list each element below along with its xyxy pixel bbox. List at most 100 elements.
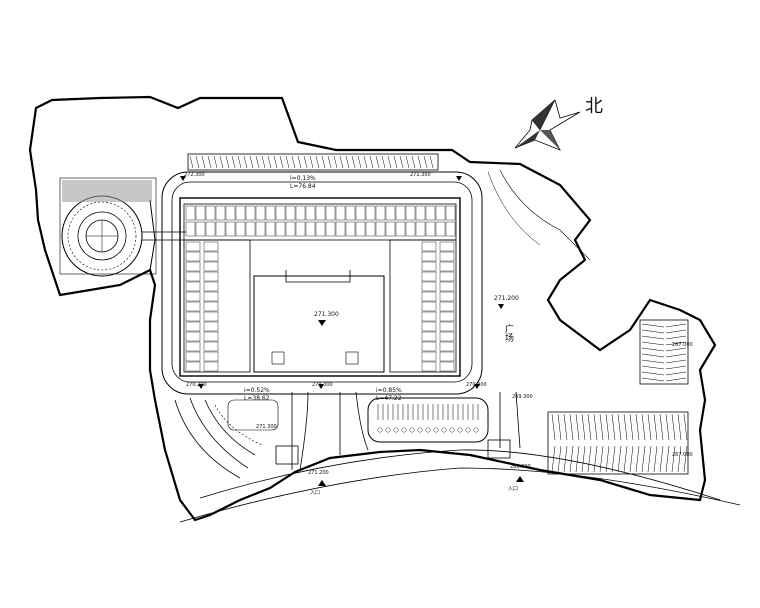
room-cell xyxy=(435,205,446,221)
room-cell xyxy=(185,341,201,352)
stall-line xyxy=(623,413,628,441)
room-cell xyxy=(421,351,437,362)
room-cell xyxy=(185,205,196,221)
tree-mark xyxy=(425,427,431,433)
stall-line xyxy=(225,155,230,169)
room-cell xyxy=(405,221,416,237)
stall-line xyxy=(605,413,610,441)
stall-line xyxy=(369,155,374,169)
stall-line xyxy=(629,413,634,441)
stall-line xyxy=(665,323,687,328)
room-cell xyxy=(185,281,201,292)
room-cell xyxy=(421,311,437,322)
room-cell xyxy=(215,221,226,237)
tree-mark xyxy=(433,427,439,433)
room-cell xyxy=(203,241,219,252)
stall-line xyxy=(285,155,290,169)
room-cell xyxy=(203,321,219,332)
room-cell xyxy=(395,205,406,221)
tree-mark xyxy=(385,427,391,433)
room-cell xyxy=(203,271,219,282)
stall-line xyxy=(665,335,687,340)
room-cell xyxy=(235,221,246,237)
stall-line xyxy=(387,155,392,169)
stall-line xyxy=(605,445,610,473)
stall-line xyxy=(659,445,664,473)
tree-mark xyxy=(465,427,471,433)
elevation-top-right: 271.300 xyxy=(410,172,431,178)
slope-top-i: i=0.13% xyxy=(290,175,316,182)
room-cell xyxy=(445,205,456,221)
stall-line xyxy=(393,155,398,169)
room-cell xyxy=(445,221,456,237)
room-cell xyxy=(185,331,201,342)
room-cell xyxy=(365,205,376,221)
elevation-bottom-far-right: 269.300 xyxy=(512,394,533,400)
room-cell xyxy=(255,205,266,221)
room-cell xyxy=(325,221,336,237)
center-elevation-mark xyxy=(318,320,326,326)
stall-line xyxy=(635,445,640,473)
room-cell xyxy=(439,261,455,272)
stall-line xyxy=(611,445,616,473)
room-cell xyxy=(355,205,366,221)
stall-line xyxy=(267,155,272,169)
stall-line xyxy=(617,413,622,441)
room-cell xyxy=(225,205,236,221)
stall-line xyxy=(641,413,646,441)
room-cell xyxy=(439,341,455,352)
gate-left-marker xyxy=(318,480,326,486)
slope-bottom-right-l: L=47.22 xyxy=(376,395,402,402)
room-cell xyxy=(285,205,296,221)
room-cell xyxy=(203,351,219,362)
stall-line xyxy=(291,155,296,169)
stall-line xyxy=(375,155,380,169)
elevation-lower-left: 271.300 xyxy=(256,424,277,430)
stall-line xyxy=(563,445,568,473)
elevation-right-mid: 271.200 xyxy=(494,295,519,302)
stall-line xyxy=(587,445,592,473)
room-cell xyxy=(275,205,286,221)
stall-line xyxy=(249,155,254,169)
stall-line xyxy=(279,155,284,169)
room-cell xyxy=(265,205,276,221)
stall-line xyxy=(593,445,598,473)
elevation-bottom-small: 268.000 xyxy=(510,464,531,470)
room-cell xyxy=(203,301,219,312)
room-cell xyxy=(203,291,219,302)
south-road xyxy=(291,391,521,471)
room-cell xyxy=(439,361,455,372)
stall-line xyxy=(665,377,687,382)
top-parking xyxy=(187,153,439,171)
stall-line xyxy=(635,413,640,441)
tree-mark xyxy=(377,427,383,433)
room-cell xyxy=(439,351,455,362)
stall-line xyxy=(641,365,665,370)
north-label: 北 xyxy=(585,96,603,117)
room-cell xyxy=(245,205,256,221)
stall-line xyxy=(557,445,562,473)
room-cell xyxy=(439,271,455,282)
room-cell xyxy=(203,251,219,262)
stall-line xyxy=(653,413,658,441)
room-cell xyxy=(305,221,316,237)
stall-line xyxy=(665,341,687,346)
stall-line xyxy=(551,413,556,441)
room-cell xyxy=(205,221,216,237)
room-cell xyxy=(355,221,366,237)
room-cell xyxy=(203,311,219,322)
gate-right xyxy=(487,439,511,459)
stall-line xyxy=(665,329,687,334)
room-cell xyxy=(205,205,216,221)
room-cell xyxy=(265,221,276,237)
room-cell xyxy=(345,221,356,237)
room-cell xyxy=(195,205,206,221)
garden-path xyxy=(142,231,186,241)
room-cell xyxy=(185,311,201,322)
room-cell xyxy=(365,221,376,237)
west-garden-platform xyxy=(59,177,157,275)
stall-line xyxy=(641,371,665,376)
stall-line xyxy=(665,365,687,370)
room-cell xyxy=(439,301,455,312)
